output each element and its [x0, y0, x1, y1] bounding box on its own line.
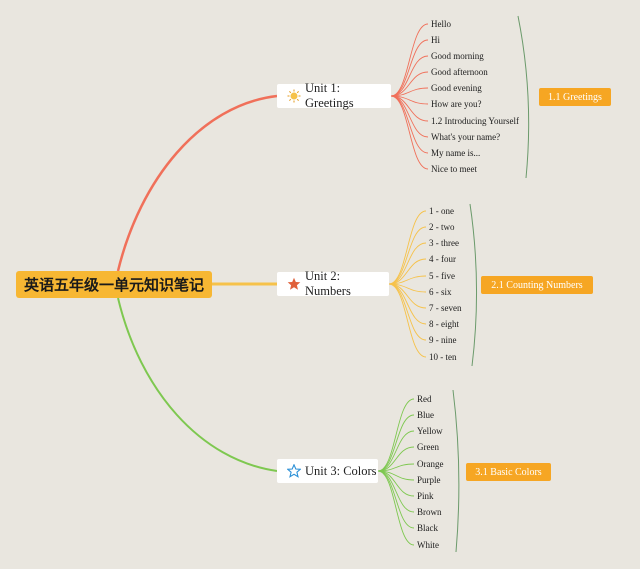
list-item[interactable]: 4 - four: [429, 254, 456, 264]
bracket-unit2: [469, 203, 478, 367]
leaf-connector: [377, 430, 415, 472]
list-item[interactable]: Hello: [431, 19, 451, 29]
leaf-connector: [390, 39, 429, 97]
leaf-connector: [390, 95, 429, 154]
list-item[interactable]: 2 - two: [429, 222, 455, 232]
list-item[interactable]: Brown: [417, 507, 442, 517]
leaf-connector: [388, 210, 427, 285]
list-item[interactable]: Green: [417, 442, 439, 452]
list-item[interactable]: 9 - nine: [429, 335, 457, 345]
unit-1-label: Unit 1: Greetings: [305, 81, 354, 110]
leaf-connector: [388, 283, 427, 358]
leaf-connector: [390, 55, 429, 97]
leaf-connector: [377, 470, 415, 513]
list-item[interactable]: Good afternoon: [431, 67, 488, 77]
list-item[interactable]: White: [417, 540, 439, 550]
summary-unit-3[interactable]: 3.1 Basic Colors: [466, 463, 551, 481]
leaf-connector: [388, 283, 427, 325]
list-item[interactable]: Pink: [417, 491, 434, 501]
unit-3-node[interactable]: Unit 3: Colors: [277, 459, 378, 483]
leaf-connector: [388, 258, 427, 285]
leaf-connector: [377, 414, 415, 472]
sun-icon: [287, 89, 301, 103]
unit-3-label: Unit 3: Colors: [305, 463, 377, 478]
star-outline-icon: [287, 464, 301, 478]
list-item[interactable]: Blue: [417, 410, 434, 420]
list-item[interactable]: Yellow: [417, 426, 443, 436]
unit-2-label: Unit 2: Numbers: [305, 269, 351, 298]
leaf-connector: [388, 242, 427, 285]
star-filled-icon: [287, 277, 301, 291]
leaf-connector: [390, 95, 429, 170]
list-item[interactable]: My name is...: [431, 148, 481, 158]
list-item[interactable]: 3 - three: [429, 238, 459, 248]
leaf-connector: [377, 446, 415, 472]
leaf-connector: [388, 283, 427, 341]
leaf-connector: [377, 470, 415, 546]
fan-unit2: [388, 210, 427, 358]
list-item[interactable]: 10 - ten: [429, 352, 457, 362]
list-item[interactable]: 6 - six: [429, 287, 452, 297]
leaf-connector: [388, 226, 427, 285]
summary-unit-1[interactable]: 1.1 Greetings: [539, 88, 611, 106]
bracket-unit1: [517, 15, 530, 179]
leaf-connector: [377, 398, 415, 472]
leaf-connector: [390, 71, 429, 97]
fan-unit1: [390, 23, 429, 170]
list-item[interactable]: Orange: [417, 459, 444, 469]
list-item[interactable]: 8 - eight: [429, 319, 459, 329]
summary-unit-2[interactable]: 2.1 Counting Numbers: [481, 276, 593, 294]
unit-1-node[interactable]: Unit 1: Greetings: [277, 81, 391, 110]
list-item[interactable]: Good evening: [431, 83, 482, 93]
list-item[interactable]: 7 - seven: [429, 303, 462, 313]
list-item[interactable]: Red: [417, 394, 432, 404]
fan-unit3: [377, 398, 415, 546]
bracket-unit3: [452, 389, 460, 553]
list-item[interactable]: Nice to meet: [431, 164, 477, 174]
root-topic[interactable]: 英语五年级一单元知识笔记: [16, 271, 212, 298]
list-item[interactable]: How are you?: [431, 99, 482, 109]
branch-unit3: [117, 297, 278, 472]
branch-unit1: [116, 94, 278, 272]
list-item[interactable]: Good morning: [431, 51, 484, 61]
list-item[interactable]: What's your name?: [431, 132, 501, 142]
list-item[interactable]: Black: [417, 523, 438, 533]
leaf-connector: [390, 23, 429, 97]
list-item[interactable]: 1 - one: [429, 206, 454, 216]
list-item[interactable]: 1.2 Introducing Yourself: [431, 116, 519, 126]
list-item[interactable]: Hi: [431, 35, 440, 45]
list-item[interactable]: 5 - five: [429, 271, 455, 281]
unit-2-node[interactable]: Unit 2: Numbers: [277, 269, 389, 298]
list-item[interactable]: Purple: [417, 475, 441, 485]
